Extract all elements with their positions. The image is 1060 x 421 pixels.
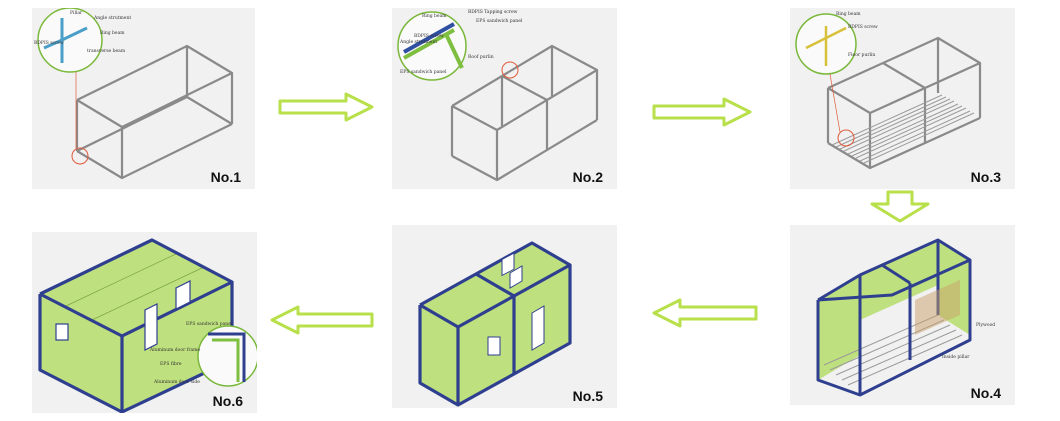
frame-drawing-5: [418, 241, 572, 407]
step-4-panel: Plywood Inside pillar No.4: [790, 225, 1015, 405]
callout: Aluminum door frame: [150, 348, 201, 353]
callout: Angle strutment: [94, 16, 132, 21]
step-3-panel: Ring beam BDPIS screw Floor purlin No.3: [790, 8, 1015, 189]
arrow-right-icon: [278, 92, 374, 122]
frame-drawing-2: [397, 11, 599, 182]
callout: EPS sandwich panel: [400, 70, 447, 75]
callout: BDPIS screw: [34, 41, 64, 46]
focus-circle-3: [837, 129, 855, 147]
focus-circle-1: [71, 147, 89, 165]
step-label: No.4: [970, 385, 1001, 401]
callout: Ring beam: [422, 14, 447, 19]
callout: Angle strutment: [400, 40, 438, 45]
step-5-panel: No.5: [392, 225, 617, 408]
step-label: No.1: [210, 169, 241, 185]
step-label: No.3: [970, 169, 1001, 185]
frame-drawing-1: [37, 8, 234, 180]
callout: Plywood: [976, 323, 996, 328]
arrow-left-icon: [652, 298, 758, 328]
step-label: No.2: [572, 169, 603, 185]
callout: Roof purlin: [468, 55, 494, 60]
step-2-panel: Ring beam BDPIS Tapping screw EPS sandwi…: [392, 8, 617, 189]
step-6-panel: EPS sandwich panel Aluminum door frame E…: [32, 232, 257, 413]
callout: Floor purlin: [848, 53, 876, 58]
step-label: No.6: [212, 393, 243, 409]
arrow-right-icon: [652, 97, 752, 127]
callout: Ring beam: [100, 31, 125, 36]
callout: Inside pillar: [942, 355, 970, 360]
step-label: No.5: [572, 388, 603, 404]
step-1-panel: Pillar Angle strutment Ring beam BDPIS s…: [32, 8, 255, 189]
callout: EPS fibre: [160, 362, 182, 367]
frame-drawing-3: [795, 13, 982, 170]
callout: transverse beam: [87, 49, 126, 54]
callout: Ring beam: [836, 12, 861, 17]
callout: Pillar: [70, 11, 83, 16]
callout: BDPIS screw: [848, 25, 878, 30]
callout: EPS sandwich panel: [186, 322, 233, 327]
frame-drawing-6: [38, 238, 257, 413]
callout: BDPIS screw: [414, 34, 444, 39]
callout: EPS sandwich panel: [476, 19, 523, 24]
arrow-down-icon: [870, 190, 930, 223]
focus-circle-2: [501, 61, 519, 79]
frame-drawing-4: [816, 238, 972, 397]
callout: BDPIS Tapping screw: [468, 10, 518, 15]
arrow-left-icon: [270, 305, 374, 335]
callout: Aluminum door side: [154, 380, 200, 385]
detail-circle-1: [37, 8, 103, 73]
